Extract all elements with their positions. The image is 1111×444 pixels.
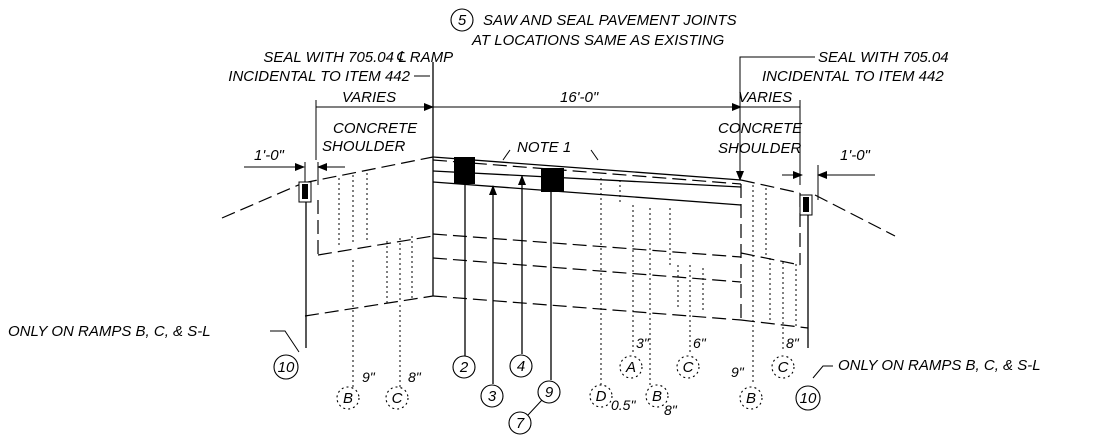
svg-text:A: A [625,359,636,376]
callout-B-left: B [336,386,360,410]
callout-C-left: C [385,386,409,410]
pavement-base-1 [432,233,742,258]
callout-C-mid: C [676,355,700,379]
saw-seal-note-line2: AT LOCATIONS SAME AS EXISTING [471,32,725,49]
depth-9-right: 9" [731,364,745,380]
saw-seal-note-line1: SAW AND SEAL PAVEMENT JOINTS [483,12,737,29]
depth-8-right: 8" [786,335,800,351]
ramps-only-right-note: ONLY ON RAMPS B, C, & S-L [838,357,1041,374]
left-shoulder-mid [317,235,434,256]
svg-text:B: B [343,390,353,407]
callout-2: 2 [452,355,476,379]
pavement-top-2 [432,159,742,185]
callout-10-right: 10 [795,385,821,411]
shoulder-right-line1: CONCRETE [718,120,803,137]
dowel-block-1 [454,157,475,184]
callout-A: A [619,355,643,379]
depth-6: 6" [693,335,707,351]
callout-9: 9 [537,380,561,404]
offset-right-label: 1'-0" [840,147,871,164]
callout-B-right: B [739,386,763,410]
right-shoulder-bottom [740,319,809,329]
seal-note-left-line1: SEAL WITH 705.04 [263,49,394,66]
svg-text:3: 3 [488,388,497,405]
left-joint-seal-fill [302,184,308,199]
seal-note-right-line1: SEAL WITH 705.04 [818,49,949,66]
ramp-centerline-label: ℄ RAMP [396,49,453,66]
shoulder-left-line1: CONCRETE [333,120,418,137]
note1-label: NOTE 1 [517,139,571,156]
svg-text:B: B [746,390,756,407]
callout-10-left: 10 [273,354,299,380]
ground-right [814,194,896,237]
svg-text:C: C [392,390,403,407]
ramps-only-right-leader [812,365,833,379]
svg-text:9: 9 [545,384,554,401]
seal-note-left-line2: INCIDENTAL TO ITEM 442 [228,68,410,85]
pavement-base-3 [432,295,742,321]
left-shoulder-bottom [304,295,434,317]
depth-8-mid: 8" [664,402,678,418]
depth-05: 0.5" [611,397,636,413]
width-main-label: 16'-0" [560,89,599,106]
leader-7-link [527,399,543,416]
ground-left [221,182,304,219]
depth-9-left: 9" [362,369,376,385]
right-joint-seal-fill [803,197,809,212]
svg-text:4: 4 [517,358,525,375]
svg-text:10: 10 [800,390,817,407]
svg-text:D: D [596,388,607,405]
depth-8-left: 8" [408,369,422,385]
ramps-only-left-leader [270,330,300,353]
callout-4: 4 [509,354,533,378]
callout-7: 7 [508,411,532,435]
pavement-top-1 [432,156,742,181]
dowel-block-2 [541,168,564,192]
callout-3: 3 [480,384,504,408]
pavement-base-2 [432,257,742,283]
varies-right-label: VARIES [738,89,792,106]
offset-left-label: 1'-0" [254,147,285,164]
varies-left-label: VARIES [342,89,396,106]
svg-text:7: 7 [516,415,525,432]
left-shoulder-top [302,156,434,184]
svg-text:C: C [683,359,694,376]
seal-right-leader [736,56,815,181]
depth-3: 3" [636,335,650,351]
svg-text:C: C [778,359,789,376]
callout-5-circle [450,8,474,32]
right-shoulder-top [740,179,801,194]
svg-text:10: 10 [278,359,295,376]
note1-tick-right [590,149,599,161]
shoulder-left-line2: SHOULDER [322,138,406,155]
pavement-layer-1 [432,170,742,188]
svg-text:2: 2 [459,359,469,376]
callout-5-text: 5 [458,12,467,29]
shoulder-right-line2: SHOULDER [718,140,802,157]
seal-note-right-line2: INCIDENTAL TO ITEM 442 [762,68,944,85]
callout-B-mid: B [645,384,669,408]
pavement-layer-2 [432,181,742,206]
ramps-only-left-note: ONLY ON RAMPS B, C, & S-L [8,323,211,340]
callout-C-right: C [771,355,795,379]
callout-D: D [589,384,613,408]
svg-text:B: B [652,388,662,405]
note1-tick-left [502,149,511,161]
